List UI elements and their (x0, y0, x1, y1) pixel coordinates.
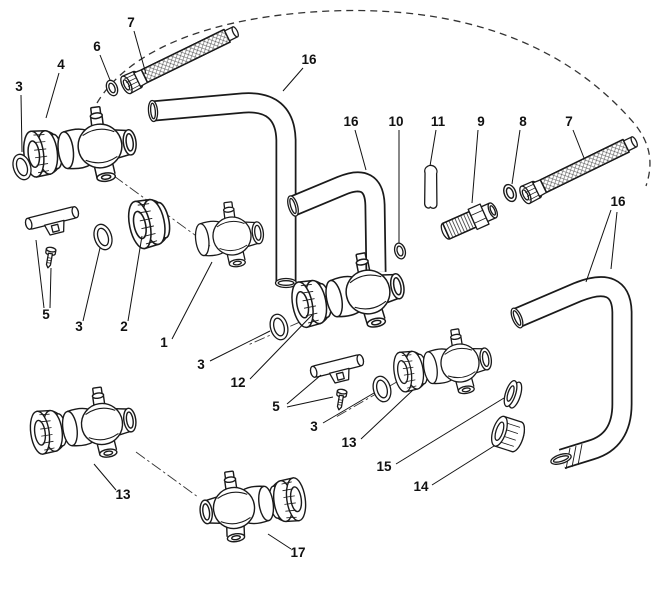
part-pipe-16-middle (287, 171, 387, 273)
callout-leader-15 (395, 397, 505, 465)
callout-label-12: 12 (230, 375, 245, 390)
callout-leader-12 (249, 314, 313, 380)
assembly-boundary-dashed-curve (96, 9, 651, 187)
callout-leader-7 (133, 30, 147, 75)
callout-label-3: 3 (197, 357, 205, 372)
callout-leader-5 (286, 396, 334, 408)
callout-label-7: 7 (127, 15, 135, 30)
callout-leader-13 (93, 463, 117, 491)
callout-label-16: 16 (343, 114, 359, 129)
callout-label-5: 5 (272, 399, 280, 414)
part-valve-1 (190, 197, 268, 272)
callout-leader-16 (610, 211, 618, 270)
callout-leader-8 (511, 129, 521, 185)
callout-label-16: 16 (301, 52, 317, 67)
callout-label-3: 3 (310, 419, 318, 434)
part-oring-6 (103, 77, 121, 99)
part-valve-12 (287, 245, 412, 336)
callout-label-13: 13 (115, 487, 131, 502)
callout-label-14: 14 (413, 479, 429, 494)
callout-label-2: 2 (120, 319, 128, 334)
callout-label-3: 3 (15, 79, 23, 94)
callout-leader-14 (431, 445, 495, 486)
part-oring-8 (500, 181, 520, 205)
callout-leader-5 (49, 267, 52, 309)
part-clip-11 (424, 164, 438, 209)
callout-leader-5 (35, 239, 45, 309)
callout-leader-1 (171, 261, 213, 340)
callout-leader-11 (429, 129, 437, 167)
callout-leader-3 (82, 247, 101, 322)
callout-leader-16 (585, 209, 612, 283)
callout-leader-16 (354, 129, 367, 171)
callout-leader-3 (322, 392, 375, 424)
part-screw-5-b (333, 387, 348, 412)
callout-leader-6 (99, 54, 111, 81)
part-screw-5-a (42, 245, 57, 270)
part-union-nut-2 (124, 194, 175, 252)
part-nut-14 (490, 415, 526, 453)
part-washer-15 (503, 379, 523, 409)
part-valve-17 (194, 465, 309, 547)
callout-label-1: 1 (160, 335, 168, 350)
callout-leader-5 (286, 374, 322, 405)
callout-label-10: 10 (388, 114, 403, 129)
callout-leader-4 (45, 72, 60, 119)
part-oring-3-b (90, 221, 116, 253)
part-oring-3-d (369, 373, 395, 405)
part-key-5-a (23, 205, 83, 241)
part-valve-4 (20, 102, 142, 188)
callout-label-13: 13 (341, 435, 357, 450)
callout-label-15: 15 (376, 459, 392, 474)
part-oring-3-c (266, 311, 292, 343)
callout-label-9: 9 (477, 114, 485, 129)
callout-leader-13 (360, 389, 414, 440)
callout-label-11: 11 (431, 114, 446, 129)
callout-leader-7 (572, 129, 585, 159)
part-oring-10 (392, 241, 408, 261)
callout-label-7: 7 (565, 114, 573, 129)
callout-label-16: 16 (610, 194, 626, 209)
part-hose-7-top (117, 21, 242, 96)
callout-leader-16 (282, 67, 304, 92)
callout-label-5: 5 (42, 307, 50, 322)
callout-label-17: 17 (290, 545, 305, 560)
part-pipe-16-top (147, 92, 298, 289)
callout-label-8: 8 (519, 114, 527, 129)
part-pipe-16-right (510, 276, 633, 470)
callout-label-3: 3 (75, 319, 83, 334)
callout-leader-3 (20, 94, 23, 153)
part-valve-13-middle (390, 323, 497, 401)
callout-leader-3 (209, 330, 271, 362)
callout-leader-2 (127, 235, 143, 322)
part-valve-13-left (27, 382, 142, 464)
callout-leader-17 (267, 533, 292, 550)
callout-label-6: 6 (93, 39, 101, 54)
part-key-5-b (308, 353, 368, 389)
callout-label-4: 4 (57, 57, 65, 72)
callout-leader-9 (471, 129, 479, 204)
part-adapter-9 (440, 202, 499, 240)
